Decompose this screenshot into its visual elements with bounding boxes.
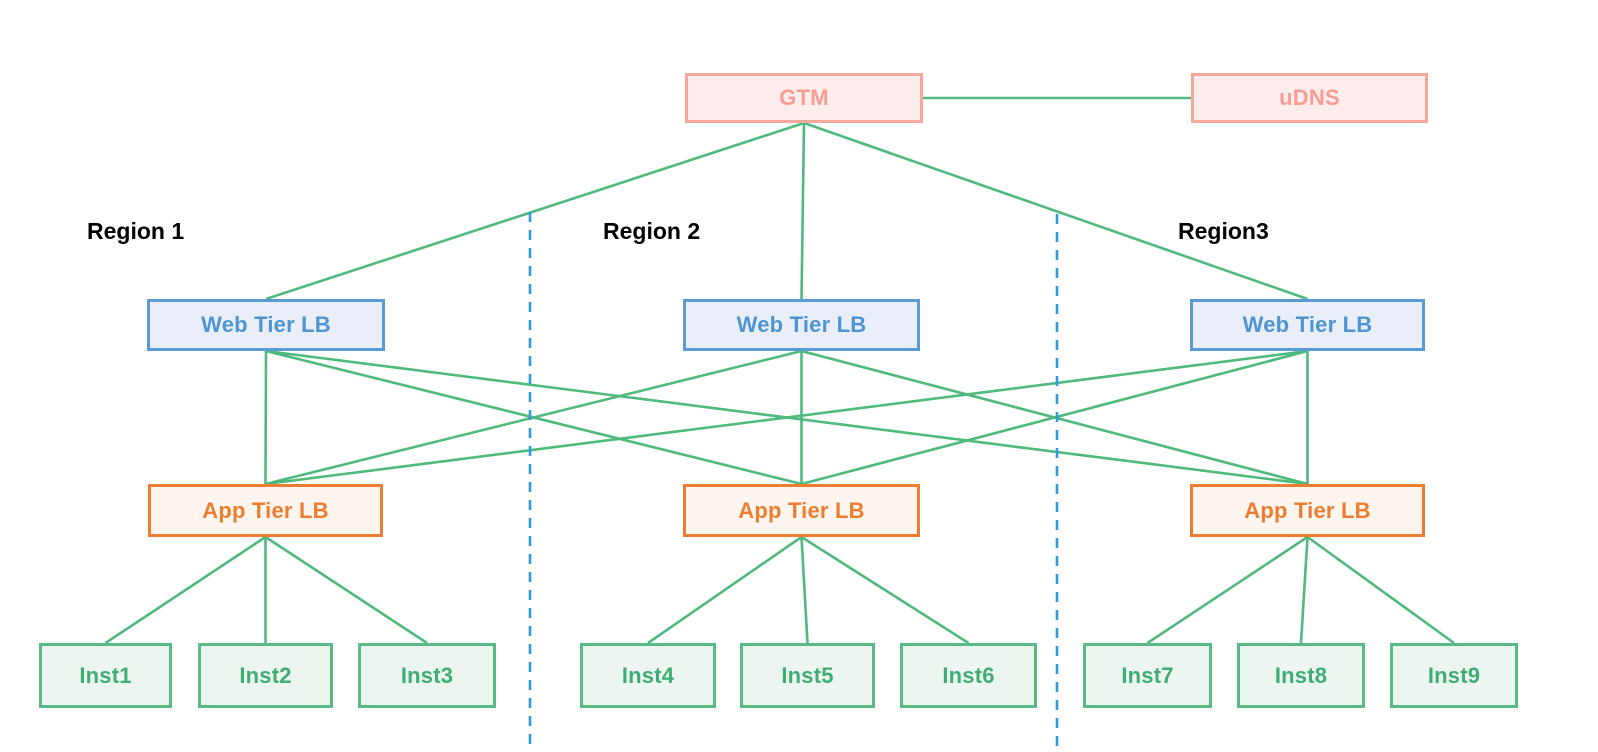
instance-node-inst9: Inst9 (1390, 643, 1518, 708)
connector-line-web3-app1 (265, 349, 1308, 486)
web-tier-lb-node-region-3: Web Tier LB (1190, 299, 1425, 351)
web-tier-lb-node-region-2: Web Tier LB (683, 299, 920, 351)
region-3-label: Region3 (1178, 218, 1269, 244)
connector-line-app3-inst9 (1306, 535, 1455, 645)
connector-line-gtm-web2 (800, 122, 806, 300)
instance-node-inst5: Inst5 (740, 643, 875, 708)
instance-node-inst6: Inst6 (900, 643, 1037, 708)
connector-line-gtm-web3 (803, 121, 1308, 301)
region-1-label: Region 1 (87, 218, 185, 244)
instance-node-inst3: Inst3 (358, 643, 496, 708)
instance-node-inst4: Inst4 (580, 643, 716, 708)
app-tier-lb-node-region-3: App Tier LB (1190, 484, 1425, 537)
connector-line-web1-app1 (264, 350, 268, 485)
region-2-label: Region 2 (603, 218, 701, 244)
connector-line-app2-inst5 (800, 536, 809, 644)
connector-line-gtm-web1 (265, 121, 805, 301)
gtm-node: GTM (685, 73, 923, 123)
connector-line-app3-inst8 (1299, 536, 1309, 644)
udns-node: uDNS (1191, 73, 1428, 123)
connector-line-app1-inst3 (264, 535, 428, 645)
connector-line-app2-inst4 (647, 535, 803, 645)
connector-line-web3-app2 (801, 349, 1308, 486)
instance-node-inst8: Inst8 (1237, 643, 1365, 708)
app-tier-lb-node-region-1: App Tier LB (148, 484, 383, 537)
connector-line-web2-app1 (265, 349, 802, 486)
instance-node-inst1: Inst1 (39, 643, 172, 708)
instance-node-inst7: Inst7 (1083, 643, 1212, 708)
connector-line-app2-inst6 (800, 535, 970, 645)
instance-node-inst2: Inst2 (198, 643, 333, 708)
connector-line-app1-inst1 (104, 535, 267, 645)
connector-line-app3-inst7 (1146, 535, 1309, 645)
app-tier-lb-node-region-2: App Tier LB (683, 484, 920, 537)
web-tier-lb-node-region-1: Web Tier LB (147, 299, 385, 351)
